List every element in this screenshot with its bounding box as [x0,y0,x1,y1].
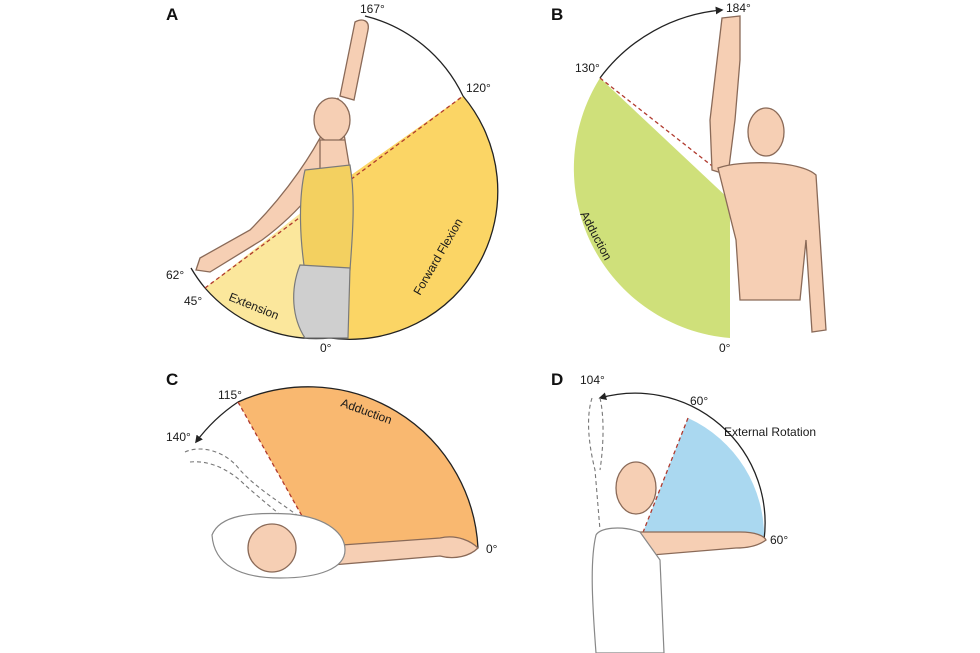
arc-c [195,401,239,444]
external-rotation-label: External Rotation [724,425,816,439]
range-arc-upper [364,15,464,97]
range-arc-sector [204,95,499,340]
panel-c: C 115° 140° 0° Adduction [166,370,498,579]
range-arc-lower [190,267,206,289]
panel-b: B 184° 130° 0° Adduction [551,1,827,355]
a-angle-0: 0° [320,341,332,355]
panel-d: D 104° 60° 60° External Rotation [551,370,816,653]
arc-d [598,392,766,541]
a-angle-45: 45° [184,294,202,308]
a-angle-62: 62° [166,268,184,282]
figure-c-body [211,512,479,579]
arc-c-sector [237,386,479,549]
rotation-limit-line-d [639,417,689,541]
a-angle-167: 167° [360,2,385,16]
c-angle-115: 115° [218,388,242,402]
figure-b-body [709,15,827,333]
panel-c-letter: C [166,370,178,389]
shorts-a [293,264,351,339]
panel-d-letter: D [551,370,563,389]
adduction-sector-b [573,78,730,338]
flexion-limit-line [204,95,464,289]
panel-a-letter: A [166,5,178,24]
a-angle-120: 120° [466,81,491,95]
panel-a: A 167° 120° 62° 45° 0° Forward Flexion E… [166,2,499,355]
rotation-sector-d [640,418,765,540]
shirt-a [299,164,354,273]
d-angle-60-start: 60° [770,533,788,547]
figure-a-body [195,19,369,339]
ghost-arm-d [588,397,604,531]
b-angle-184: 184° [726,1,751,15]
c-angle-140: 140° [166,430,191,444]
c-angle-0: 0° [486,542,498,556]
flexion-sector [330,96,498,340]
d-angle-60-top: 60° [690,394,708,408]
d-angle-104: 104° [580,373,605,387]
figure-d-body [591,461,767,653]
b-angle-0: 0° [719,341,731,355]
b-angle-130: 130° [575,61,600,75]
panel-b-letter: B [551,5,563,24]
arc-b [599,6,724,79]
shirt-d [591,527,665,653]
